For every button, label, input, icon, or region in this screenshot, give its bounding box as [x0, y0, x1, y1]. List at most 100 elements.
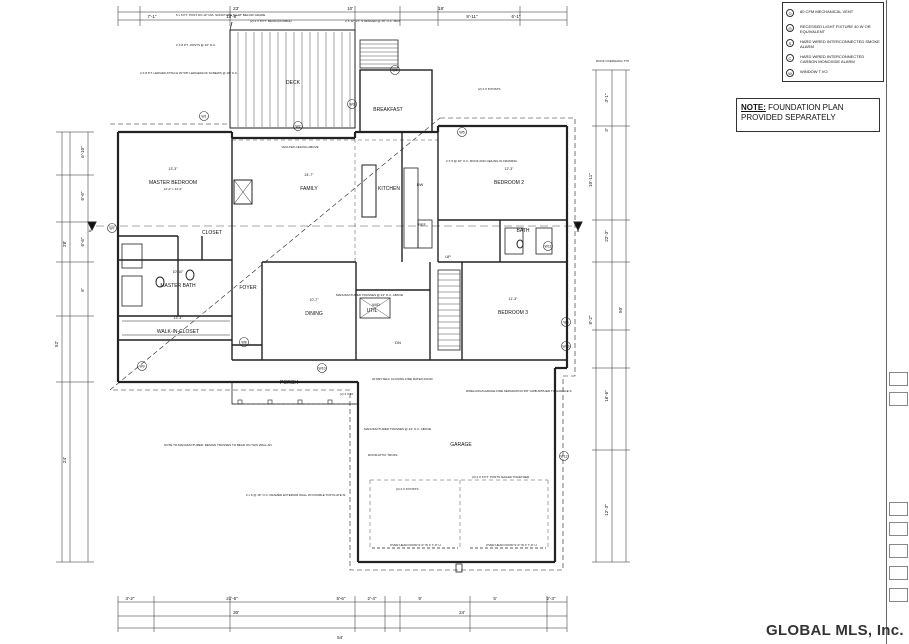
legend-text: HARD WIRED INTERCONNECTED CARBON MONOXID… — [800, 54, 865, 64]
breakfast-bump — [359, 69, 433, 133]
dimension-text-left: 24' — [62, 457, 67, 463]
legend-text: 80 CFM MECHANICAL VENT — [800, 9, 854, 14]
deck-beam — [229, 21, 233, 31]
title-block-cell — [889, 522, 908, 536]
title-block-cell — [889, 392, 908, 406]
annotation-text: (2) 2 X 8 POSTS — [478, 87, 501, 91]
foundation-note: NOTE: FOUNDATION PLAN PROVIDED SEPARATEL… — [736, 98, 880, 132]
room-label-dining: DINING — [305, 311, 323, 317]
window-tag-label: W3 — [349, 103, 354, 107]
dimension-text-bottom: 5' — [493, 596, 497, 601]
porch-post — [297, 399, 303, 405]
room-label-family: FAMILY — [300, 186, 318, 192]
room-label-porch: PORCH — [280, 380, 298, 386]
dimension-text-bottom: 3'-2" — [126, 596, 135, 601]
porch-post — [237, 399, 243, 405]
title-block-strip — [886, 0, 909, 644]
legend-text: RECESSED LIGHT FIXTURE 40 W OR EQUIVALEN… — [800, 24, 871, 34]
dimension-text-bottom: 21'-6" — [226, 596, 238, 601]
room-label-garage: GARAGE — [450, 442, 472, 448]
annotation-text: A — [577, 228, 580, 233]
annotation-text: 6 x 6 P.T. POST ON 12" DIA. SONOTUBE TO … — [176, 13, 265, 17]
dimension-text-top: 23' — [233, 6, 239, 11]
room-label-breakfast: BREAKFAST — [373, 107, 402, 113]
room-label-bath: BATH — [517, 228, 530, 234]
title-block-cell — [889, 502, 908, 516]
annotation-text: (2) 2 X 8 P.T. BEAM (DOUBLE) — [250, 19, 292, 23]
dimension-text-top: 18' — [438, 6, 444, 11]
dimension-text-bottom: 9' — [418, 596, 422, 601]
kitchen-counter — [403, 167, 419, 249]
dimension-text-left: 6'-6" — [80, 237, 85, 246]
annotation-text: 2 x 6 @ 16" O.C. FRAMED EXTERIOR WALL W/… — [246, 493, 346, 497]
dimension-text-right: 16'-6" — [604, 390, 609, 402]
dimension-text-left: 6'-10" — [80, 146, 85, 158]
dimension-text-left: 28' — [62, 241, 67, 247]
window-tag-circle — [107, 223, 117, 233]
annotation-text: NOTE TO MANUFACTURER: DESIGN TRUSSES TO … — [164, 443, 272, 447]
window-tag-label: W5 — [459, 131, 464, 135]
bathtub — [504, 227, 524, 255]
washer-dryer — [359, 297, 391, 319]
annotation-text: A — [89, 228, 92, 233]
room-dimension: 11'-3" — [509, 297, 518, 301]
annotation-text: UP — [445, 254, 451, 259]
dimension-text-right: 3'-1" — [604, 93, 609, 102]
legend-symbol-icon: S — [786, 39, 794, 47]
window-tag-circle — [559, 451, 569, 461]
legend-symbol-icon: C — [786, 54, 794, 62]
room-dimension: 24'-7" — [305, 173, 315, 177]
roof-overhang-dashed — [109, 117, 576, 571]
dimension-text-top: 10' — [347, 6, 353, 11]
annotation-text: 2 X 6 @ 16" O.C. ROOF AND CEILING IN FRA… — [446, 159, 518, 163]
annotation-text: MANUFACTURED TRUSSES @ 24" O.C. ABOVE — [364, 427, 431, 431]
annotation-text: OVER HEAD DOOR 9'-0" W X 7'-0" H — [390, 543, 441, 547]
dimension-text-left: 52' — [54, 341, 59, 347]
annotation-text: DN — [395, 340, 401, 345]
annotation-text: OVER HEAD DOOR 9'-0" W X 7'-0" H — [486, 543, 537, 547]
window-tag-circle — [293, 121, 303, 131]
window-tag-circle — [543, 241, 553, 251]
room-label-util: UTIL — [367, 308, 378, 314]
dimension-text-bottom: 24' — [459, 610, 465, 615]
window-tag-label: W13 — [562, 345, 569, 349]
dimension-text-right: 22'-3" — [604, 230, 609, 242]
kitchen-island — [361, 164, 377, 218]
room-label-deck: DECK — [286, 80, 301, 86]
title-block-cell — [889, 566, 908, 580]
dimension-text-top: 8'-11" — [466, 14, 478, 19]
sink — [516, 239, 524, 249]
annotation-text: MANUFACTURED TRUSSES @ 24" O.C. ABOVE — [336, 293, 403, 297]
symbol-legend: ⊙80 CFM MECHANICAL VENT◎RECESSED LIGHT F… — [782, 2, 884, 82]
deck-stairs — [359, 39, 399, 69]
dimension-text-right: 8'-2" — [588, 315, 593, 324]
window-tag-circle — [561, 317, 571, 327]
annotation-text: ROOF OVERHANG TYP — [596, 59, 629, 63]
annotation-text: W/D — [372, 302, 380, 307]
room-dimension: 10'-10" — [173, 270, 185, 274]
window-tag-label: W10 — [318, 367, 325, 371]
window-tag-label: W12 — [560, 455, 567, 459]
window-tag-circle — [239, 337, 249, 347]
window-tag-circle — [457, 127, 467, 137]
annotation-text: ROOM ATTIC TRUSS — [368, 453, 397, 457]
dimension-text-top: 7'-1" — [148, 14, 157, 19]
note-label: NOTE: — [741, 103, 766, 112]
dimension-text-right: 12'-3" — [604, 504, 609, 516]
title-block-cell — [889, 544, 908, 558]
toilet — [185, 269, 195, 281]
porch-post — [327, 399, 333, 405]
refrigerator — [417, 219, 433, 249]
toilet — [155, 276, 165, 288]
porch-post — [267, 399, 273, 405]
window-tag-label: W8 — [241, 341, 246, 345]
legend-symbol-icon: ◎ — [786, 24, 794, 32]
window-tag-label: W1 — [201, 115, 206, 119]
room-label-master-bath: MASTER BATH — [160, 283, 196, 289]
annotation-text: DW — [417, 182, 424, 187]
room-label-foyer: FOYER — [239, 285, 257, 291]
window-tag-label: W11 — [545, 245, 552, 249]
window-tag-label: W7 — [109, 227, 114, 231]
room-dimension: 13'-3" — [174, 316, 184, 320]
room-dimension: 12'-3" — [505, 167, 515, 171]
